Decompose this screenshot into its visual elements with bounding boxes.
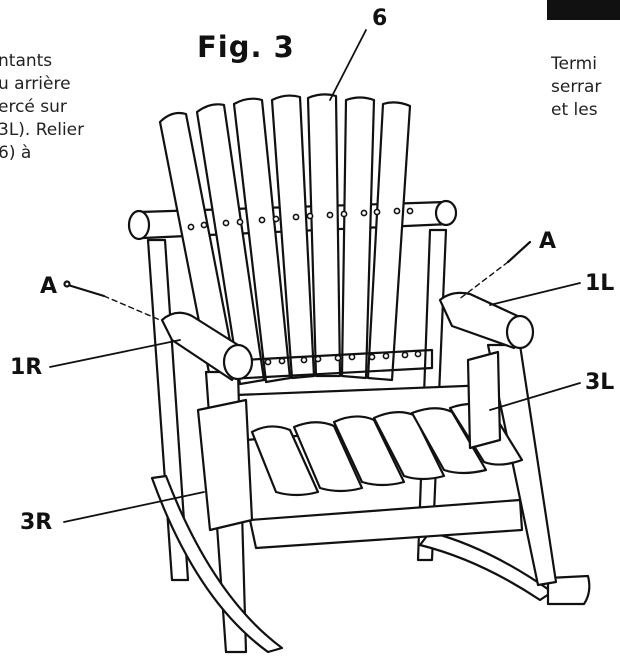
instruction-text-right: Termi serrar et les — [551, 53, 601, 122]
text-line: serrar — [551, 77, 602, 97]
side-rail-left — [466, 350, 502, 450]
header-bar — [547, 0, 620, 20]
armrest-left-end — [505, 314, 535, 350]
callout-bolt-a-left: A — [40, 274, 58, 299]
text-line: 6) à — [0, 143, 32, 163]
screw-dots-upper — [187, 207, 414, 231]
callout-leg-3r: 3R — [20, 510, 53, 535]
rear-rocker-end — [546, 574, 591, 606]
callout-bolt-a-right: A — [539, 229, 557, 254]
callout-armrest-1l: 1L — [585, 271, 615, 296]
text-line: 3L). Relier — [0, 120, 85, 140]
seat-slats — [250, 402, 524, 497]
text-line: et les — [551, 100, 598, 120]
bolt-right — [457, 240, 532, 301]
text-line: Termi — [551, 54, 597, 74]
callout-armrest-1r: 1R — [10, 355, 43, 380]
bolt-left — [63, 280, 161, 321]
callout-backrest-6: 6 — [372, 6, 388, 31]
front-apron — [248, 498, 524, 550]
instruction-text-left: ntants u arrière ercé sur 3L). Relier 6)… — [0, 50, 84, 165]
text-line: ntants — [0, 51, 53, 71]
side-rail-right — [196, 398, 254, 532]
text-line: ercé sur — [0, 97, 67, 117]
figure-label: Fig. 3 — [197, 30, 295, 64]
armrest-right-end — [222, 343, 254, 381]
front-rocker — [150, 474, 284, 654]
leader-lines — [49, 29, 581, 523]
callout-leg-3l: 3L — [585, 370, 615, 395]
backrest-slats — [158, 93, 412, 390]
text-line: u arrière — [0, 74, 71, 94]
